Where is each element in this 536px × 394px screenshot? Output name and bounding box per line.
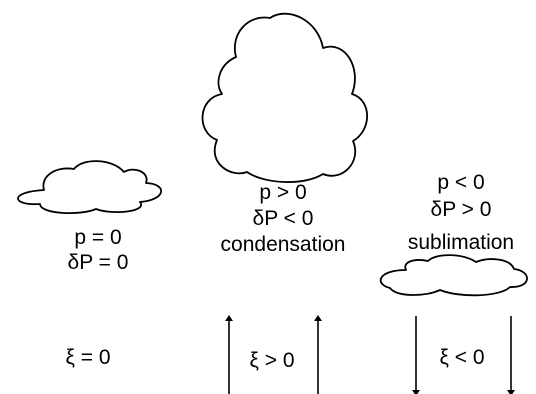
right-cloud (379, 254, 528, 297)
right-process-label: sublimation (407, 231, 515, 254)
middle-deltap-label: δP < 0 (252, 207, 314, 230)
right-p-label: p < 0 (437, 171, 485, 194)
middle-cloud (201, 12, 368, 183)
middle-xi-label: ξ > 0 (249, 349, 295, 372)
middle-process-label: condensation (220, 233, 346, 256)
left-p-label: p = 0 (74, 226, 122, 249)
left-deltap-label: δP = 0 (67, 251, 129, 274)
middle-p-label: p > 0 (259, 181, 307, 204)
right-xi-label: ξ < 0 (439, 346, 485, 369)
left-cloud (17, 160, 162, 214)
right-deltap-label: δP > 0 (430, 198, 492, 221)
left-xi-label: ξ = 0 (65, 346, 111, 369)
